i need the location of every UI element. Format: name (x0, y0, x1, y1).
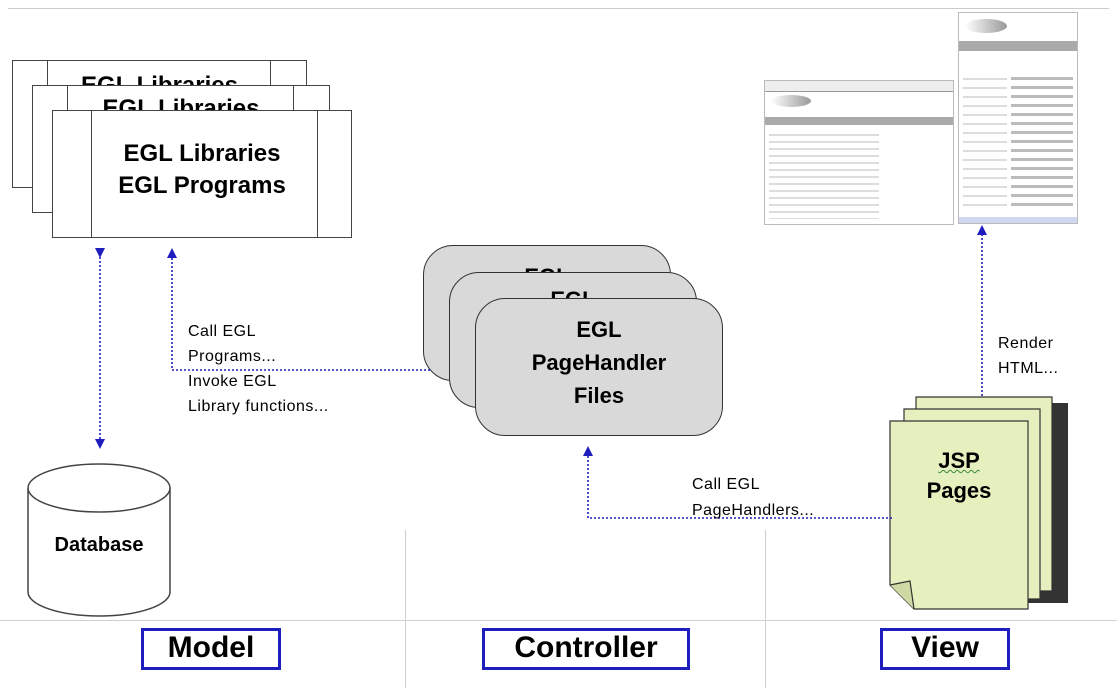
section-label-view: View (880, 628, 1010, 670)
library-front-line2: EGL Programs (118, 172, 286, 199)
jsp-line2: Pages (926, 478, 992, 503)
database-cylinder (27, 463, 171, 617)
annotation-call-pagehandlers-1: Call EGL (692, 476, 761, 493)
section-label-model: Model (141, 628, 281, 670)
annotation-render-html-2: HTML... (998, 360, 1059, 377)
jsp-line1: JSP (938, 448, 980, 473)
arrow-pagehandler-to-library (167, 248, 430, 371)
annotation-call-programs-1: Call EGL (188, 323, 257, 340)
pagehandler-front-line2: PageHandler (531, 350, 667, 375)
database-label: Database (54, 534, 144, 556)
pagehandler-card-front: EGL PageHandler Files (475, 298, 723, 436)
bottom-divider (0, 620, 1117, 621)
annotation-call-pagehandlers-2: PageHandlers... (692, 502, 815, 519)
divider-model-controller (405, 530, 406, 688)
divider-controller-view (765, 530, 766, 688)
arrow-jsp-to-pagehandler (583, 446, 892, 519)
pagehandler-front-line1: EGL (576, 317, 622, 342)
diagram-frame (8, 8, 1109, 681)
pagehandler-front-line3: Files (573, 383, 625, 408)
library-front-line1: EGL Libraries (123, 140, 281, 167)
rendered-list-page-thumbnail (764, 80, 954, 225)
rendered-detail-page-thumbnail (958, 12, 1078, 224)
jsp-pages-stack (889, 396, 1068, 610)
library-card-front: EGL Libraries EGL Programs (52, 110, 352, 238)
annotation-call-programs-2: Programs... (188, 348, 277, 365)
annotation-render-html-1: Render (998, 335, 1054, 352)
section-label-controller: Controller (482, 628, 690, 670)
annotation-call-programs-3: Invoke EGL (188, 373, 277, 390)
annotation-call-programs-4: Library functions... (188, 398, 329, 415)
